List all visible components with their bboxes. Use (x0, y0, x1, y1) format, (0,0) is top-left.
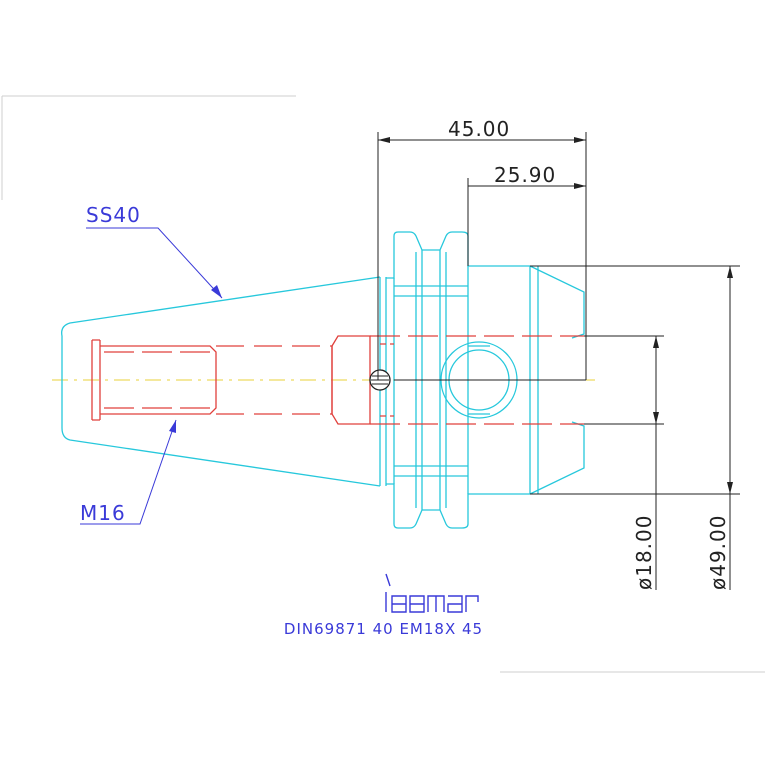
taper-outline (61, 276, 381, 487)
callout-leaders (80, 227, 223, 525)
iscar-logo-icon (385, 573, 479, 613)
part-designation: DIN69871 40 EM18X 45 (283, 620, 484, 638)
dimension-lines (377, 132, 740, 590)
internal-bore (91, 335, 584, 425)
dimension-arrows (378, 137, 733, 494)
thread-leader-arrow (169, 420, 176, 433)
callout-thread: M16 (80, 501, 126, 525)
thread-bore (91, 339, 101, 421)
sheet-frame (1, 95, 765, 673)
taper-leader-arrow (211, 285, 222, 298)
dim-flange-diameter: ø49.00 (706, 515, 730, 591)
dim-shank-length: 25.90 (494, 163, 556, 187)
dim-overall-length: 45.00 (448, 117, 510, 141)
flange-outline (386, 231, 530, 279)
callout-taper: SS40 (86, 203, 141, 227)
reference-marker (369, 369, 391, 391)
dim-bore-diameter: ø18.00 (632, 515, 656, 591)
